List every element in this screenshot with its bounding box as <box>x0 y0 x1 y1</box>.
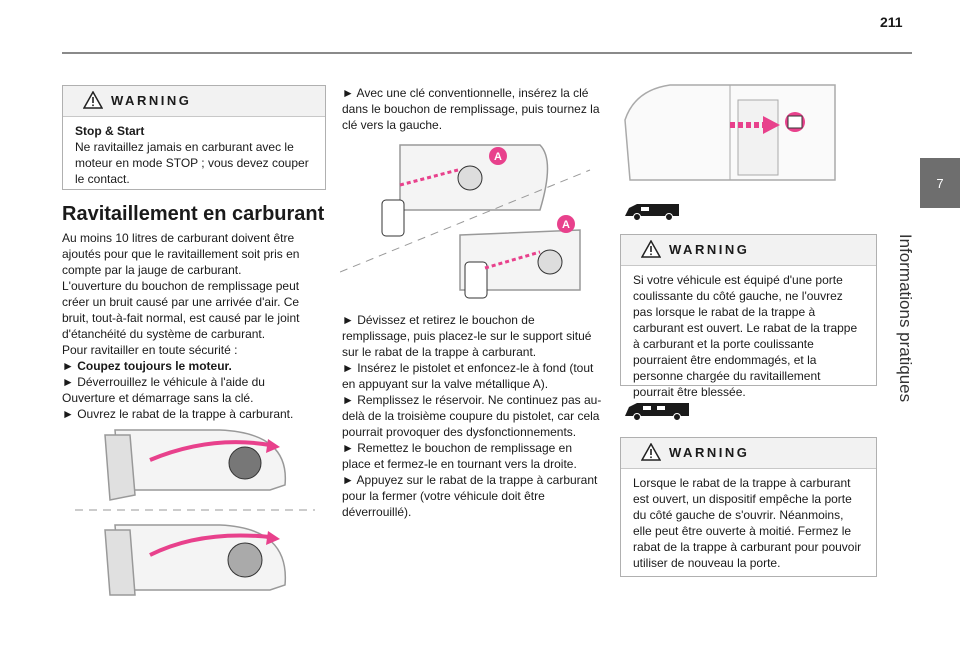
left-body: Au moins 10 litres de carburant doivent … <box>62 230 320 422</box>
step: ► Ouvrez le rabat de la trappe à carbura… <box>62 407 294 421</box>
callout-label: A <box>494 151 502 163</box>
middle-step-1: ► Avec une clé conventionnelle, insérez … <box>342 86 600 132</box>
chapter-label: Informations pratiques <box>885 218 925 418</box>
paragraph: Pour ravitailler en toute sécurité : <box>62 343 238 357</box>
warning-header: WARNING <box>621 235 876 266</box>
chapter-title: Informations pratiques <box>896 233 915 403</box>
van-sliding-door-icon <box>625 403 689 421</box>
van-icon <box>625 204 679 221</box>
page-number: 211 <box>880 14 903 30</box>
warning-subtitle: Stop & Start <box>75 124 145 138</box>
step: ► Déverrouillez le véhicule à l'aide du … <box>62 375 265 405</box>
step: ► Remplissez le réservoir. Ne continuez … <box>342 393 602 439</box>
callout-label: A <box>562 219 570 231</box>
warning-title: WARNING <box>111 93 192 108</box>
warning-text: Ne ravitaillez jamais en carburant avec … <box>75 140 309 186</box>
header-rule <box>62 52 912 54</box>
middle-steps: ► Dévissez et retirez le bouchon de remp… <box>342 312 604 520</box>
step: ► Remettez le bouchon de remplissage en … <box>342 441 577 471</box>
warning-box-stop-start: WARNING Stop & Start Ne ravitaillez jama… <box>62 85 326 190</box>
warning-triangle-icon <box>641 443 661 461</box>
warning-title: WARNING <box>669 242 750 257</box>
warning-text: Si votre véhicule est équipé d'une porte… <box>633 273 858 399</box>
key-cap-illustration: A A <box>340 144 591 299</box>
paragraph: L'ouverture du bouchon de remplissage pe… <box>62 279 300 341</box>
warning-header: WARNING <box>63 86 325 117</box>
warning-text: Lorsque le rabat de la trappe à carburan… <box>633 476 862 570</box>
section-title: Ravitaillement en carburant <box>62 203 325 225</box>
warning-box-door-lock: WARNING Lorsque le rabat de la trappe à … <box>620 437 877 577</box>
paragraph: Au moins 10 litres de carburant doivent … <box>62 231 300 277</box>
step: ► Dévissez et retirez le bouchon de remp… <box>342 313 592 359</box>
fuel-flap-open-illustration <box>75 429 315 596</box>
warning-title: WARNING <box>669 445 750 460</box>
step: ► Insérez le pistolet et enfoncez-le à f… <box>342 361 594 391</box>
step: ► Appuyez sur le rabat de la trappe à ca… <box>342 473 598 519</box>
vehicle-door-illustration <box>624 84 836 181</box>
chapter-tab: 7 <box>920 158 960 208</box>
warning-triangle-icon <box>641 240 661 258</box>
step: ► Coupez toujours le moteur. <box>62 359 232 373</box>
warning-box-sliding-door: WARNING Si votre véhicule est équipé d'u… <box>620 234 877 399</box>
warning-header: WARNING <box>621 438 876 469</box>
warning-triangle-icon <box>83 91 103 109</box>
